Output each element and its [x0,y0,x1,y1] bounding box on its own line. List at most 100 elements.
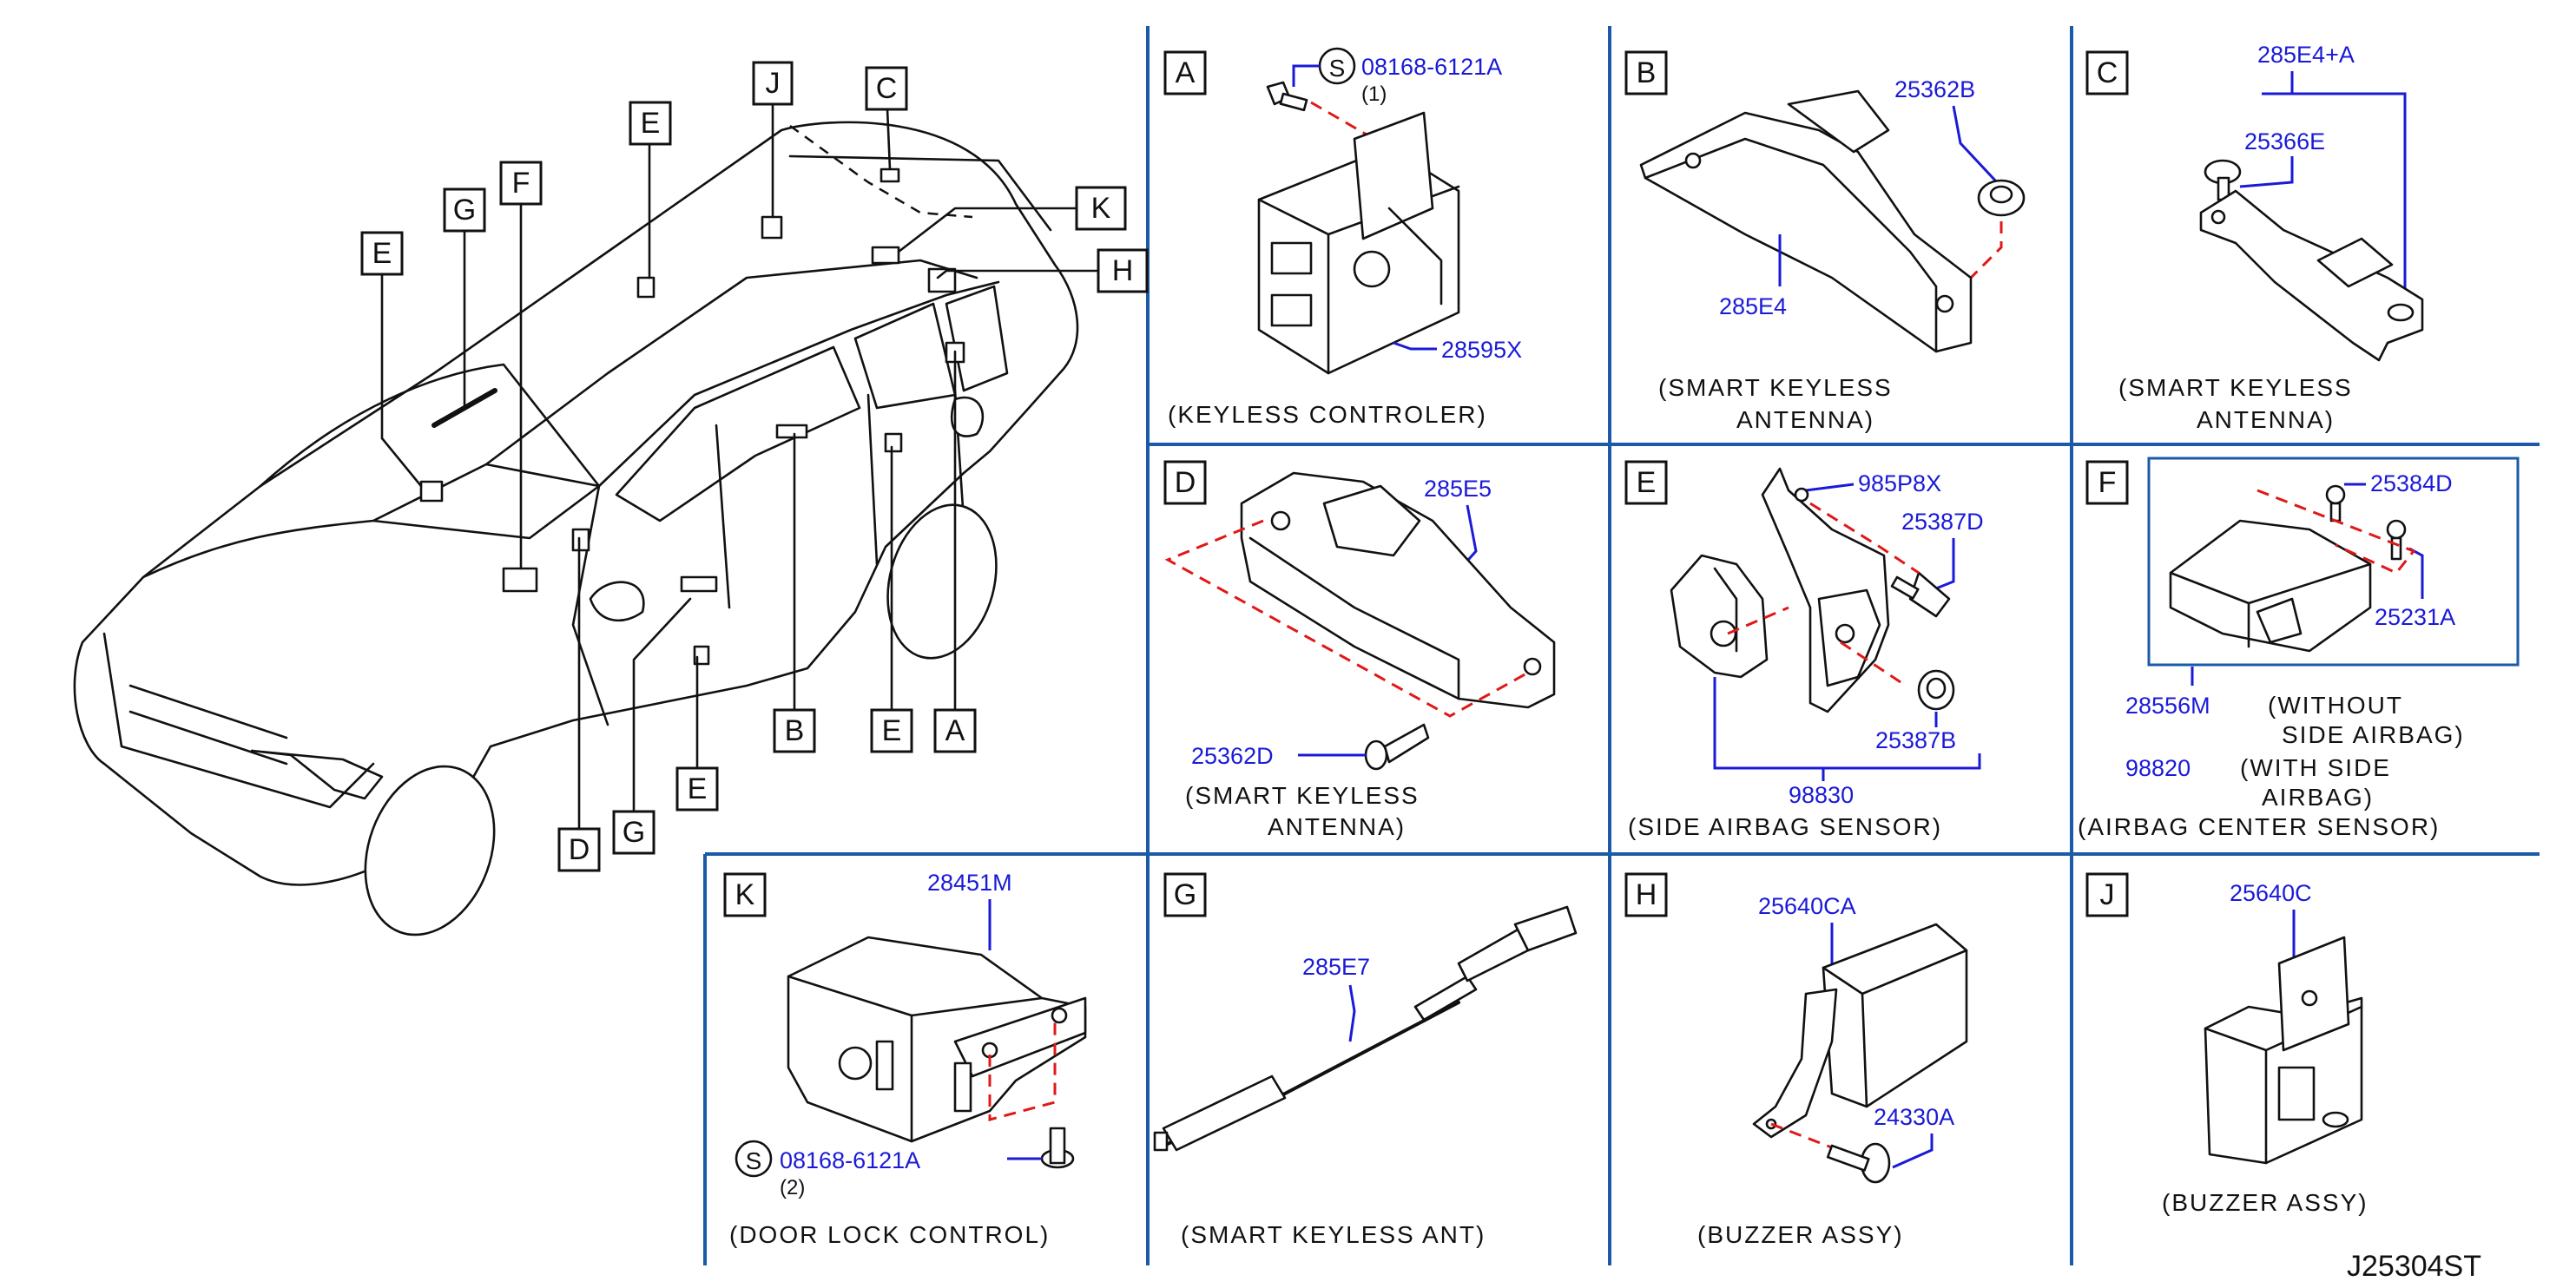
keyless-controller-unit [1257,111,1460,375]
svg-text:285E5: 285E5 [1424,476,1492,502]
svg-text:98830: 98830 [1789,782,1854,808]
svg-text:B: B [785,714,805,747]
panel-b: B 25362B 285E4 (SMART KEYLESS ANTENNA) [1624,50,2026,433]
screw-icon [1266,81,1308,112]
bolt-icon-e [1890,571,1951,618]
callout-e-right: E [870,708,913,753]
svg-text:(SMART KEYLESS: (SMART KEYLESS [1185,782,1420,809]
svg-text:28595X: 28595X [1441,337,1522,363]
panel-f: F 25384D 25231A 28556M (WITHOUT SIDE AIR… [2078,457,2520,840]
panel-h: H 25640CA 24330A (BUZZER ASSY) [1624,872,1968,1248]
svg-text:28451M: 28451M [927,870,1012,896]
svg-text:98820: 98820 [2125,755,2191,781]
svg-text:K: K [1091,192,1111,225]
callout-h: H [1097,248,1149,293]
panel-key-f [2085,460,2129,505]
panel-grid [703,26,2540,1265]
svg-text:E: E [641,107,661,140]
svg-text:25387B: 25387B [1875,727,1956,753]
svg-text:(SMART KEYLESS: (SMART KEYLESS [1658,374,1893,401]
svg-text:S: S [746,1147,762,1174]
callout-g-top: G [443,187,486,233]
panel-a: A S 08168-6121A (1) 28595X (KEYLESS CONT… [1163,47,1522,428]
svg-text:(1): (1) [1361,82,1387,106]
svg-text:25640C: 25640C [2230,880,2312,906]
svg-text:25362D: 25362D [1191,743,1274,769]
panel-k: K 28451M S 08168-6121A (2) (DOOR LOCK CO… [723,870,1087,1248]
svg-text:C: C [876,72,898,105]
svg-text:E: E [1637,466,1657,499]
svg-text:(SMART KEYLESS ANT): (SMART KEYLESS ANT) [1181,1221,1486,1248]
panel-g: G 285E7 (SMART KEYLESS ANT) [1153,872,1578,1248]
panel-key-j [2085,872,2129,917]
svg-text:285E7: 285E7 [1302,954,1370,980]
svg-text:AIRBAG): AIRBAG) [2262,784,2374,811]
svg-text:A: A [945,714,965,747]
svg-text:(2): (2) [780,1176,805,1199]
door-lock-control-unit [787,936,1087,1143]
callout-a: A [933,708,977,753]
svg-text:D: D [1175,466,1196,499]
panel-c: C 285E4+A 25366E (SMART KEYLESS ANTENNA) [2085,42,2424,433]
svg-text:985P8X: 985P8X [1858,470,1941,496]
smart-keyless-antenna-d [1240,471,1556,709]
callout-e-bottom: E [675,766,719,812]
smart-keyless-antenna-cable [1153,905,1578,1152]
panel-j: J 25640C (BUZZER ASSY) [2085,872,2367,1216]
airbag-center-sensor-unit [2169,519,2372,653]
svg-text:25231A: 25231A [2375,604,2455,630]
svg-text:ANTENNA): ANTENNA) [1736,406,1874,433]
panel-key-b [1624,50,1668,95]
svg-text:K: K [735,878,755,911]
svg-text:G: G [453,194,476,227]
callout-e-left: E [360,231,404,276]
callout-k: K [1075,186,1127,231]
callout-b: B [773,708,816,753]
panel-key-g [1163,872,1207,917]
svg-text:H: H [1636,878,1657,911]
smart-keyless-antenna-b [1639,89,1973,353]
svg-text:SIDE AIRBAG): SIDE AIRBAG) [2282,721,2465,748]
sensor-bracket [1761,467,1890,713]
svg-text:E: E [882,714,902,747]
bolt-icon-h [1826,1142,1891,1184]
svg-text:25366E: 25366E [2244,128,2325,154]
svg-text:(WITH SIDE: (WITH SIDE [2240,754,2391,781]
svg-text:G: G [1174,878,1196,911]
svg-text:25362B: 25362B [1894,76,1975,102]
svg-text:D: D [569,833,590,866]
screw-icon-d [1364,723,1430,771]
svg-text:ANTENNA): ANTENNA) [1268,813,1406,840]
svg-text:(SMART KEYLESS: (SMART KEYLESS [2118,374,2353,401]
svg-text:285E4+A: 285E4+A [2257,42,2355,68]
svg-text:B: B [1637,56,1657,89]
smart-keyless-antenna-c [2199,189,2424,362]
panel-e: E 985P8X 25387D 25387B 98830 [1624,460,1984,840]
vehicle-overview [73,102,1100,936]
bolt-icon-f2 [2386,519,2407,561]
nut-icon-e [1917,669,1955,711]
panel-key-a [1163,50,1207,95]
svg-text:25640CA: 25640CA [1758,893,1856,919]
svg-text:(AIRBAG CENTER SENSOR): (AIRBAG CENTER SENSOR) [2078,813,2440,840]
airbag-sensor [1670,554,1769,679]
svg-text:E: E [688,772,708,805]
svg-text:F: F [512,167,530,200]
svg-text:J: J [766,67,781,100]
svg-text:J: J [2100,878,2115,911]
svg-text:A: A [1176,56,1196,89]
callout-f-top: F [499,161,543,206]
callout-g-bottom: G [612,810,656,855]
svg-text:G: G [623,816,645,849]
panel-key-e [1624,460,1668,505]
detail-frame [2147,457,2520,667]
svg-text:C: C [2097,56,2118,89]
svg-text:F: F [2098,466,2117,499]
panel-key-d [1163,460,1207,505]
screw-icon-k [1040,1127,1075,1169]
panel-key-c [2085,50,2129,95]
svg-text:(BUZZER ASSY): (BUZZER ASSY) [1697,1221,1904,1248]
svg-text:ANTENNA): ANTENNA) [2197,406,2335,433]
svg-text:25384D: 25384D [2370,470,2453,496]
svg-text:E: E [372,237,392,270]
